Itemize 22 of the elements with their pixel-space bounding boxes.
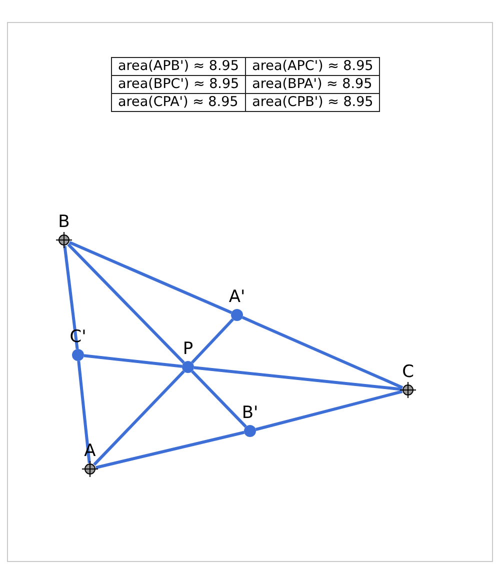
table-cell: area(APC') ≈ 8.95 [246, 58, 380, 76]
line-segment [77, 360, 91, 464]
line-segment [84, 354, 182, 368]
line-segment [191, 370, 247, 428]
point-label: P [182, 340, 194, 359]
table-cell: area(BPC') ≈ 8.95 [112, 76, 246, 94]
line-segment [194, 366, 402, 391]
point-label: B [58, 213, 70, 232]
line-segment [242, 316, 404, 389]
point-label: A' [228, 288, 246, 307]
line-segment [67, 243, 185, 364]
table-cell: area(APB') ≈ 8.95 [112, 58, 246, 76]
table-cell: area(CPA') ≈ 8.95 [112, 94, 246, 112]
table-cell: area(BPA') ≈ 8.95 [246, 76, 380, 94]
point-label: B' [242, 404, 258, 423]
line-segment [96, 430, 244, 470]
table-cell: area(CPB') ≈ 8.95 [246, 94, 380, 112]
point-label: C [402, 363, 414, 382]
line-segment [191, 318, 234, 364]
line-segment [255, 390, 403, 431]
line-segment [93, 370, 185, 466]
line-segment [68, 241, 232, 314]
